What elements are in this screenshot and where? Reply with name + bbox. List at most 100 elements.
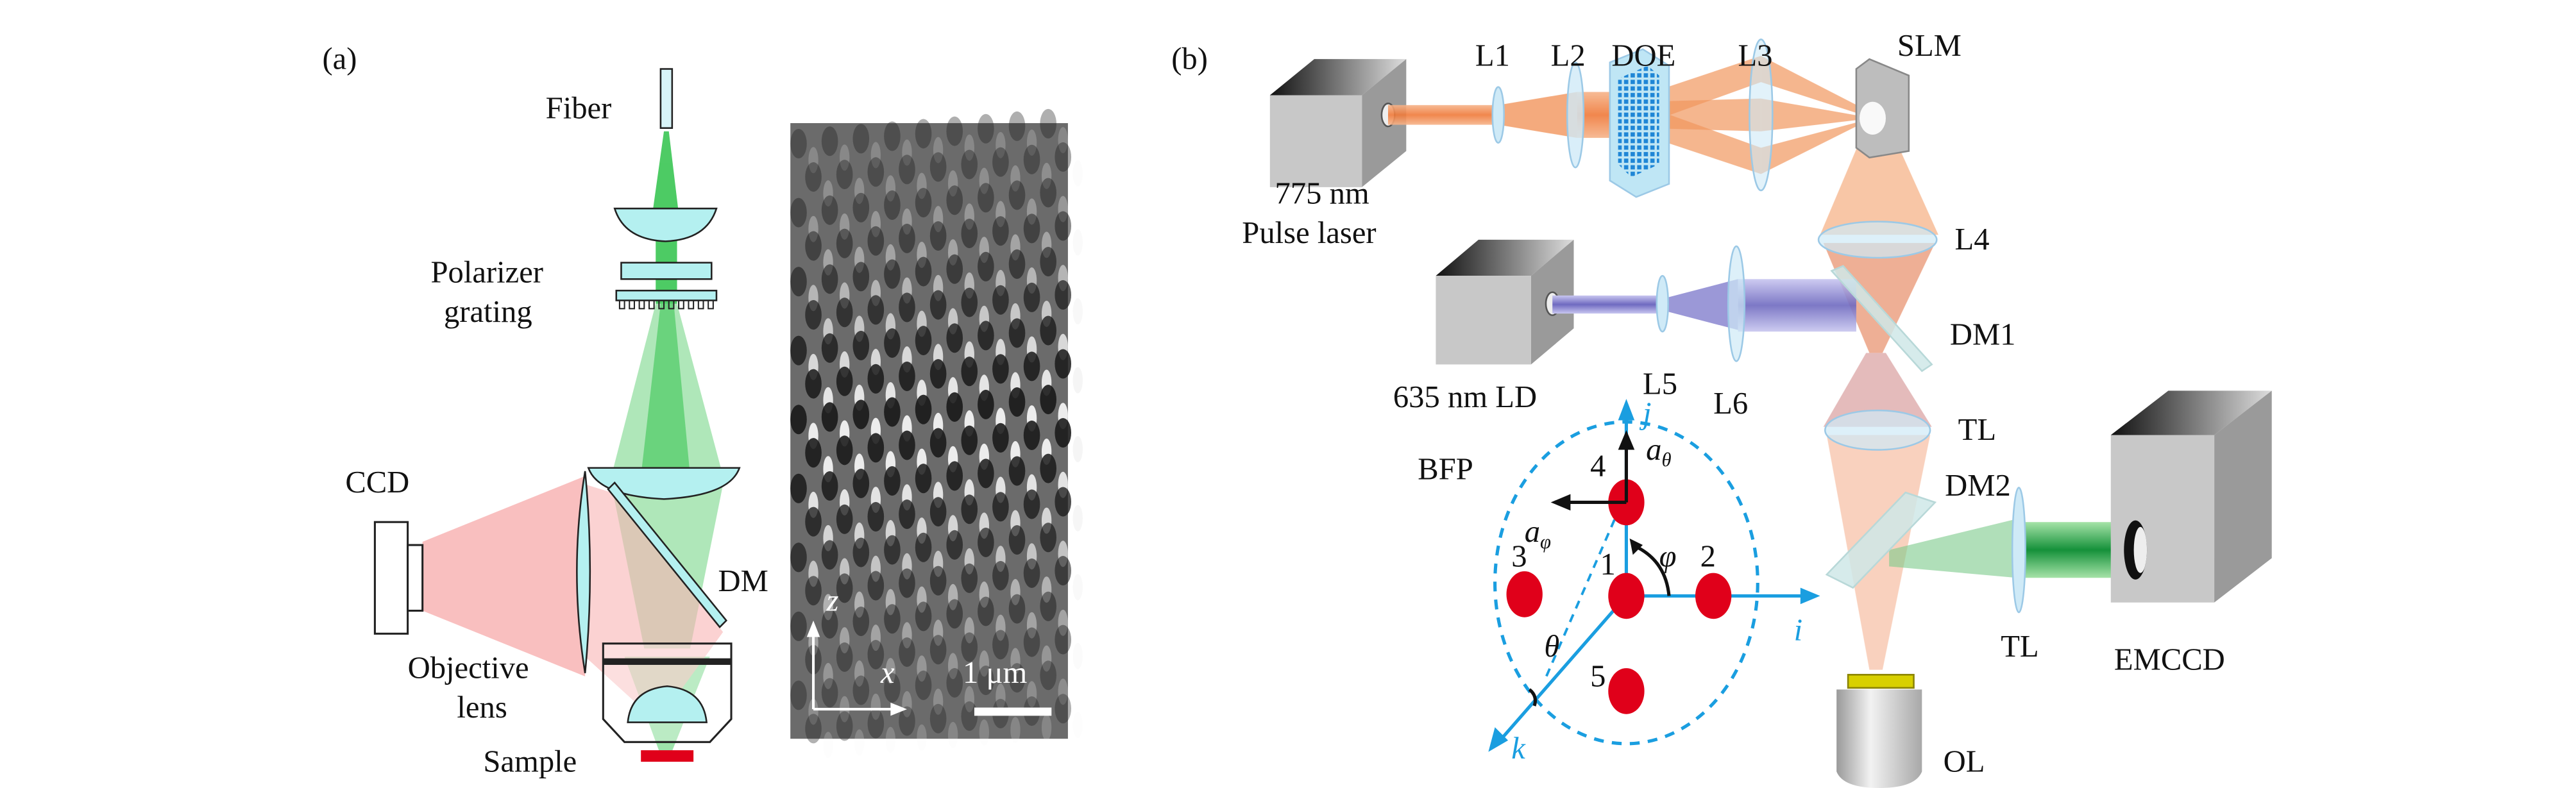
dark-fringe — [992, 285, 1009, 315]
dark-fringe — [867, 433, 885, 463]
dark-fringe — [899, 499, 915, 530]
bright-fringe — [1058, 609, 1068, 636]
doe-label: DOE — [1611, 38, 1675, 72]
dark-fringe — [946, 530, 963, 560]
dark-fringe — [790, 473, 807, 503]
panel-a-label: (a) — [322, 42, 357, 76]
bright-fringe — [823, 180, 833, 207]
dark-fringe — [852, 537, 870, 567]
bright-fringe — [1058, 678, 1068, 705]
spot-3 — [1506, 571, 1543, 617]
dark-fringe — [929, 703, 947, 734]
tube-lens-top-label: TL — [1958, 412, 1996, 447]
bright-fringe — [917, 724, 927, 751]
bright-fringe — [870, 693, 881, 720]
dark-fringe — [836, 504, 853, 534]
lens-l1-label: L1 — [1475, 38, 1510, 72]
lens-l1 — [1491, 86, 1505, 144]
bright-fringe — [947, 653, 958, 680]
dark-fringe — [805, 714, 822, 744]
collimating-lens — [613, 207, 718, 242]
bright-fringe — [823, 732, 833, 759]
dark-fringe — [805, 438, 822, 468]
objective-lens-ol — [1836, 674, 1922, 788]
dark-fringe — [836, 573, 853, 603]
dark-fringe — [1055, 625, 1072, 655]
polarizer — [620, 262, 713, 280]
bright-fringe — [1072, 229, 1083, 256]
dark-fringe — [790, 197, 807, 228]
bright-fringe — [885, 726, 896, 753]
ld-label: 635 nm LD — [1393, 380, 1537, 414]
dark-fringe — [1023, 558, 1040, 589]
dark-fringe — [867, 639, 885, 670]
dark-fringe — [899, 637, 915, 667]
dark-fringe — [1055, 417, 1072, 448]
dark-fringe — [821, 195, 838, 225]
bright-fringe — [1041, 714, 1052, 741]
dark-fringe — [992, 423, 1009, 453]
bright-fringe — [808, 698, 818, 725]
dark-fringe — [1055, 280, 1072, 310]
dark-fringe — [1008, 525, 1026, 555]
pulse-laser-label-line2: Pulse laser — [1242, 215, 1376, 250]
dark-fringe — [899, 568, 915, 598]
polarizer-label: Polarizer — [430, 255, 543, 289]
panel-b-label: (b) — [1171, 42, 1208, 76]
dark-fringe — [790, 267, 807, 297]
bright-fringe — [1010, 648, 1021, 675]
dark-fringe — [852, 330, 870, 360]
dark-fringe — [852, 468, 870, 499]
interference-blobs — [790, 108, 1083, 759]
dark-fringe — [978, 596, 994, 626]
pink-emission-beam — [422, 476, 586, 676]
dark-fringe — [961, 287, 978, 317]
image-axes — [806, 620, 907, 716]
bright-fringe — [947, 583, 958, 610]
dark-fringe — [836, 298, 853, 328]
dark-fringe — [821, 126, 838, 156]
bright-fringe — [964, 686, 974, 713]
dark-fringe — [836, 366, 853, 396]
dark-fringe — [978, 321, 994, 351]
spot-5 — [1608, 668, 1645, 714]
dichroic-mirror — [607, 481, 728, 628]
dark-fringe — [821, 471, 838, 501]
dark-fringe — [915, 601, 932, 632]
theta-angle-label: θ — [1544, 629, 1559, 664]
dark-fringe — [852, 192, 870, 222]
dark-fringe — [915, 532, 932, 562]
axis-j-label: j — [1639, 396, 1652, 431]
laser-diode — [1436, 239, 1574, 365]
dark-fringe — [805, 576, 822, 606]
dark-fringe — [899, 706, 915, 736]
spot-3-label: 3 — [1511, 539, 1527, 573]
tube-lens — [587, 467, 741, 500]
diffractive-optical-element — [1609, 48, 1670, 198]
bright-fringe — [1010, 717, 1021, 744]
dm-label: DM — [718, 564, 768, 598]
bright-fringe — [1026, 129, 1037, 156]
dark-fringe — [1023, 351, 1040, 381]
dark-fringe — [1008, 456, 1026, 486]
axis-k-label: k — [1511, 731, 1526, 766]
dark-fringe — [790, 611, 807, 641]
dark-fringe — [946, 461, 963, 491]
bright-fringe — [840, 627, 850, 654]
dark-fringe — [1040, 108, 1056, 138]
dark-fringe — [821, 540, 838, 570]
dark-fringe — [884, 328, 901, 358]
bright-fringe — [854, 591, 865, 618]
dark-fringe — [1023, 627, 1040, 657]
dark-fringe — [1055, 487, 1072, 517]
bright-fringe — [808, 147, 818, 174]
spot-1-label: 1 — [1600, 547, 1615, 582]
dark-fringe — [836, 435, 853, 465]
dark-fringe — [1023, 420, 1040, 450]
dark-fringe — [790, 129, 807, 159]
dark-fringe — [852, 124, 870, 154]
panel-a: (a) Fiber Polarizer grating — [322, 42, 1083, 778]
bright-fringe — [854, 660, 865, 687]
dark-fringe — [790, 680, 807, 710]
dark-fringe — [805, 369, 822, 399]
